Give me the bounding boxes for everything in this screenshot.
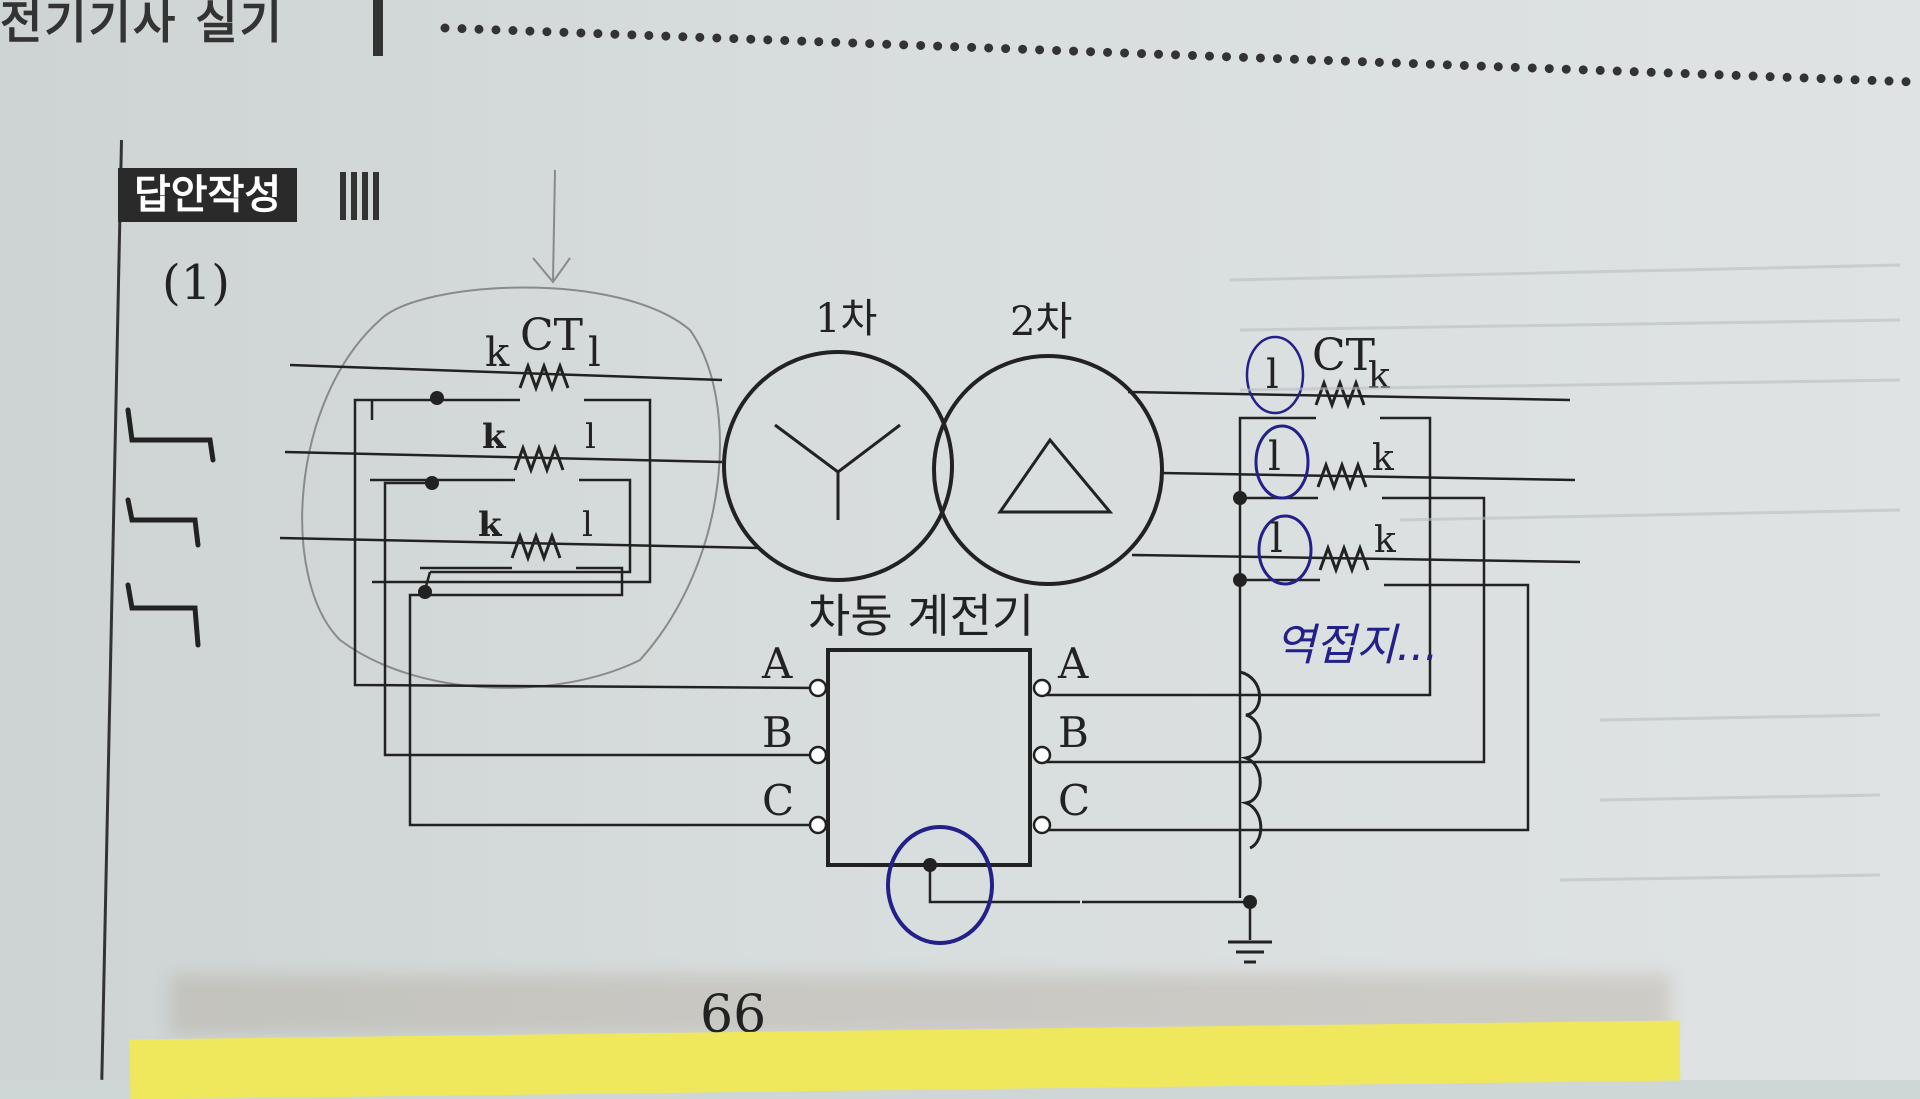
transformer-secondary-winding xyxy=(932,354,1164,586)
ct-right-l-bot: l xyxy=(1270,516,1283,562)
header-title: 전기기사 실기 xyxy=(0,0,284,49)
terminal-right-a: A xyxy=(1057,639,1089,688)
ct-right-l-top: l xyxy=(1266,352,1279,398)
relay-label: 차동 계전기 xyxy=(808,589,1034,643)
ct-left-l-mid: l xyxy=(585,417,596,457)
bleed-through xyxy=(1229,263,1901,882)
transformer-primary-label: 1차 xyxy=(815,296,877,342)
header-divider xyxy=(373,0,383,56)
relay-ground-junction xyxy=(923,858,937,872)
ct-left-l-bot: l xyxy=(582,505,593,545)
ct-right-title: CT xyxy=(1312,330,1375,381)
answer-badge: 답안작성 xyxy=(118,168,298,222)
pen-annotations xyxy=(886,335,1313,945)
differential-relay-box xyxy=(808,648,1080,904)
dotted-leader-line xyxy=(440,23,1920,87)
terminal-right-c: C xyxy=(1058,776,1090,825)
terminal-right-b: B xyxy=(1058,708,1089,757)
terminal-left-c: C xyxy=(762,776,794,825)
ct-right-k-mid: k xyxy=(1372,438,1395,479)
ct-right-k-bot: k xyxy=(1374,520,1397,561)
transformer-primary-winding xyxy=(722,350,954,582)
ct-left-k-bot: k xyxy=(478,505,503,545)
terminal-left-b: B xyxy=(762,708,793,757)
ct-right-coils xyxy=(1314,378,1370,575)
ct-right-l-mid: l xyxy=(1268,434,1281,480)
ct-right-junctions xyxy=(1233,491,1257,909)
ct-left-l-top: l xyxy=(588,330,601,376)
ct-left-k-mid: k xyxy=(482,417,507,457)
ct-left-title: CT xyxy=(520,310,583,361)
part-label: (1) xyxy=(162,255,230,311)
transformer-secondary-label: 2차 xyxy=(1010,299,1072,345)
ct-right-k-top: k xyxy=(1368,356,1391,397)
ct-left-k-top: k xyxy=(485,330,510,376)
handwritten-note: 역접지... xyxy=(1275,620,1438,671)
pencil-annotation xyxy=(301,169,721,689)
terminal-left-a: A xyxy=(761,639,793,688)
ct-left-wiring xyxy=(353,398,823,827)
ct-left-coils xyxy=(510,361,570,563)
ct-left-junctions xyxy=(418,391,444,599)
left-line-markers xyxy=(125,407,216,648)
ct-right-wiring xyxy=(1040,416,1530,964)
badge-stripes xyxy=(340,172,380,220)
